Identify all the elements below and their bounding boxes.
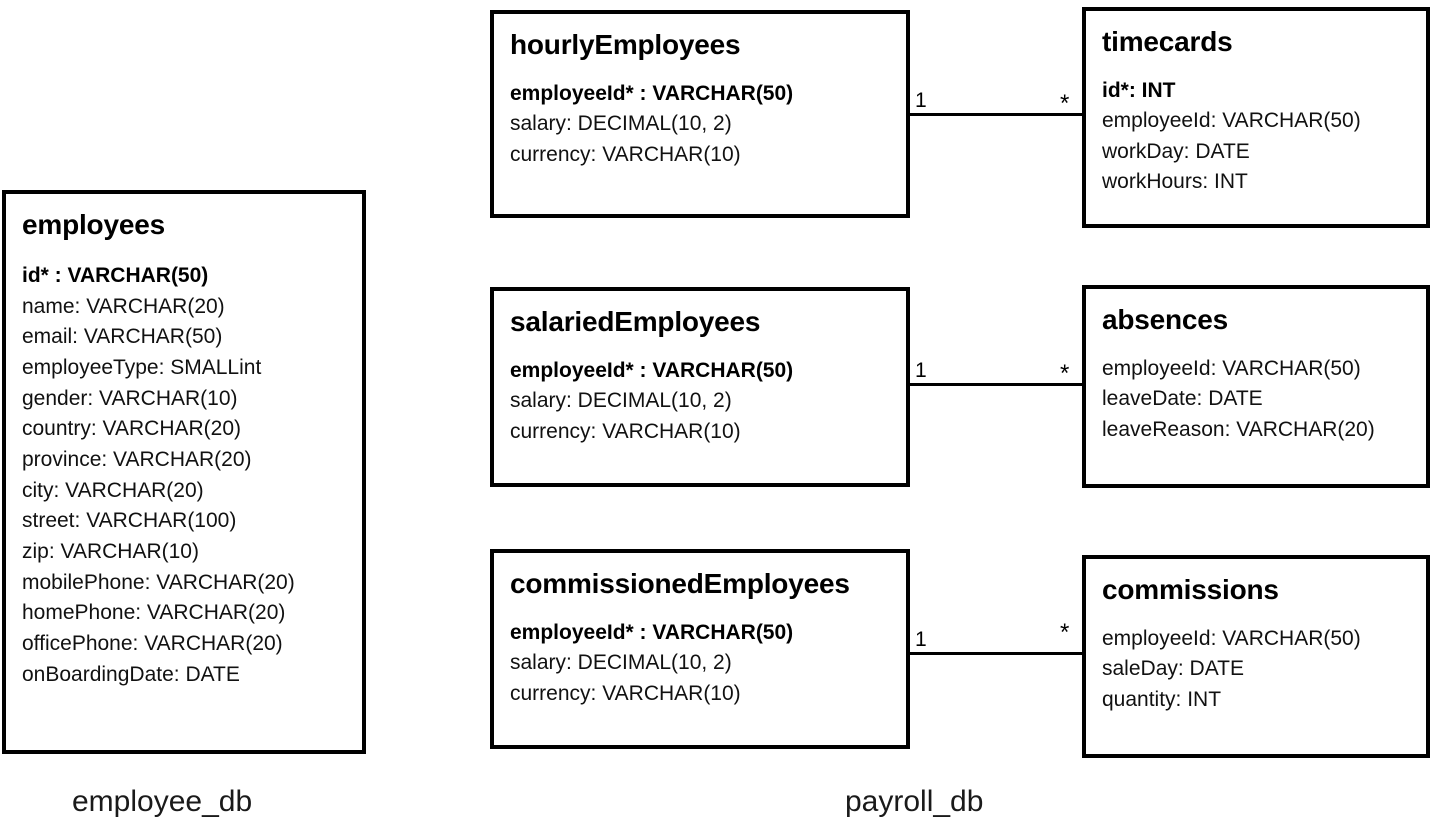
attribute-row: quantity: INT xyxy=(1102,687,1222,711)
attribute-row: employeeId: VARCHAR(50) xyxy=(1102,627,1361,651)
attribute-row: currency: VARCHAR(10) xyxy=(510,419,741,443)
entity-title-employees: employees xyxy=(22,209,165,240)
entity-title-salariedEmployees: salariedEmployees xyxy=(510,306,761,337)
attribute-row: employeeId: VARCHAR(50) xyxy=(1102,357,1361,381)
attribute-row: workDay: DATE xyxy=(1102,139,1250,163)
attribute-row: leaveReason: VARCHAR(20) xyxy=(1102,417,1375,441)
attribute-row: employeeId* : VARCHAR(50) xyxy=(510,82,794,106)
attribute-row: name: VARCHAR(20) xyxy=(22,294,225,318)
entity-commissions[interactable]: commissions employeeId: VARCHAR(50) sale… xyxy=(1082,555,1430,758)
attribute-list-commissions: employeeId: VARCHAR(50) saleDay: DATE qu… xyxy=(1102,624,1410,715)
attribute-row: salary: DECIMAL(10, 2) xyxy=(510,112,732,136)
attribute-row: employeeId: VARCHAR(50) xyxy=(1102,109,1361,133)
cardinality-one-commissioned-commissions: 1 xyxy=(915,628,927,651)
entity-commissionedEmployees[interactable]: commissionedEmployees employeeId* : VARC… xyxy=(490,549,910,749)
attribute-row: id*: INT xyxy=(1102,79,1176,103)
entity-title-commissions: commissions xyxy=(1102,574,1279,605)
attribute-list-hourlyEmployees: employeeId* : VARCHAR(50) salary: DECIMA… xyxy=(510,79,890,170)
attribute-list-employees: id* : VARCHAR(50) name: VARCHAR(20) emai… xyxy=(22,261,346,690)
attribute-row: street: VARCHAR(100) xyxy=(22,509,237,533)
entity-title-commissionedEmployees: commissionedEmployees xyxy=(510,568,850,599)
cardinality-many-hourly-timecards: * xyxy=(1060,90,1070,117)
attribute-row: email: VARCHAR(50) xyxy=(22,325,223,349)
attribute-row: officePhone: VARCHAR(20) xyxy=(22,631,283,655)
attribute-row: currency: VARCHAR(10) xyxy=(510,142,741,166)
entity-absences[interactable]: absences employeeId: VARCHAR(50) leaveDa… xyxy=(1082,285,1430,488)
attribute-row: gender: VARCHAR(10) xyxy=(22,386,238,410)
entity-title-absences: absences xyxy=(1102,304,1229,335)
attribute-row: employeeId* : VARCHAR(50) xyxy=(510,359,794,383)
cardinality-many-commissioned-commissions: * xyxy=(1060,619,1070,646)
entity-salariedEmployees[interactable]: salariedEmployees employeeId* : VARCHAR(… xyxy=(490,287,910,487)
attribute-list-absences: employeeId: VARCHAR(50) leaveDate: DATE … xyxy=(1102,354,1410,445)
cardinality-one-salaried-absences: 1 xyxy=(915,359,927,382)
relationship-line-salaried-absences xyxy=(908,383,1084,386)
attribute-row: saleDay: DATE xyxy=(1102,657,1244,681)
entity-hourlyEmployees[interactable]: hourlyEmployees employeeId* : VARCHAR(50… xyxy=(490,10,910,218)
attribute-row: leaveDate: DATE xyxy=(1102,387,1263,411)
attribute-row: id* : VARCHAR(50) xyxy=(22,264,209,288)
attribute-row: onBoardingDate: DATE xyxy=(22,662,240,686)
attribute-row: workHours: INT xyxy=(1102,169,1248,193)
cardinality-one-hourly-timecards: 1 xyxy=(915,89,927,112)
attribute-row: salary: DECIMAL(10, 2) xyxy=(510,651,732,675)
attribute-list-salariedEmployees: employeeId* : VARCHAR(50) salary: DECIMA… xyxy=(510,356,890,447)
db-caption-employee-db: employee_db xyxy=(72,785,253,818)
attribute-row: province: VARCHAR(20) xyxy=(22,447,252,471)
attribute-row: salary: DECIMAL(10, 2) xyxy=(510,389,732,413)
entity-title-timecards: timecards xyxy=(1102,26,1233,57)
db-caption-payroll-db: payroll_db xyxy=(845,785,984,818)
attribute-list-commissionedEmployees: employeeId* : VARCHAR(50) salary: DECIMA… xyxy=(510,618,890,709)
attribute-row: mobilePhone: VARCHAR(20) xyxy=(22,570,295,594)
relationship-line-commissioned-commissions xyxy=(908,652,1084,655)
attribute-row: country: VARCHAR(20) xyxy=(22,417,242,441)
attribute-list-timecards: id*: INT employeeId: VARCHAR(50) workDay… xyxy=(1102,76,1410,197)
attribute-row: zip: VARCHAR(10) xyxy=(22,539,199,563)
cardinality-many-salaried-absences: * xyxy=(1060,360,1070,387)
entity-employees[interactable]: employees id* : VARCHAR(50) name: VARCHA… xyxy=(2,190,366,754)
attribute-row: employeeType: SMALLint xyxy=(22,356,262,379)
attribute-row: currency: VARCHAR(10) xyxy=(510,681,741,705)
attribute-row: homePhone: VARCHAR(20) xyxy=(22,601,286,625)
relationship-line-hourly-timecards xyxy=(908,113,1084,116)
entity-timecards[interactable]: timecards id*: INT employeeId: VARCHAR(5… xyxy=(1082,7,1430,228)
attribute-row: city: VARCHAR(20) xyxy=(22,478,204,502)
entity-title-hourlyEmployees: hourlyEmployees xyxy=(510,29,741,60)
attribute-row: employeeId* : VARCHAR(50) xyxy=(510,621,794,645)
